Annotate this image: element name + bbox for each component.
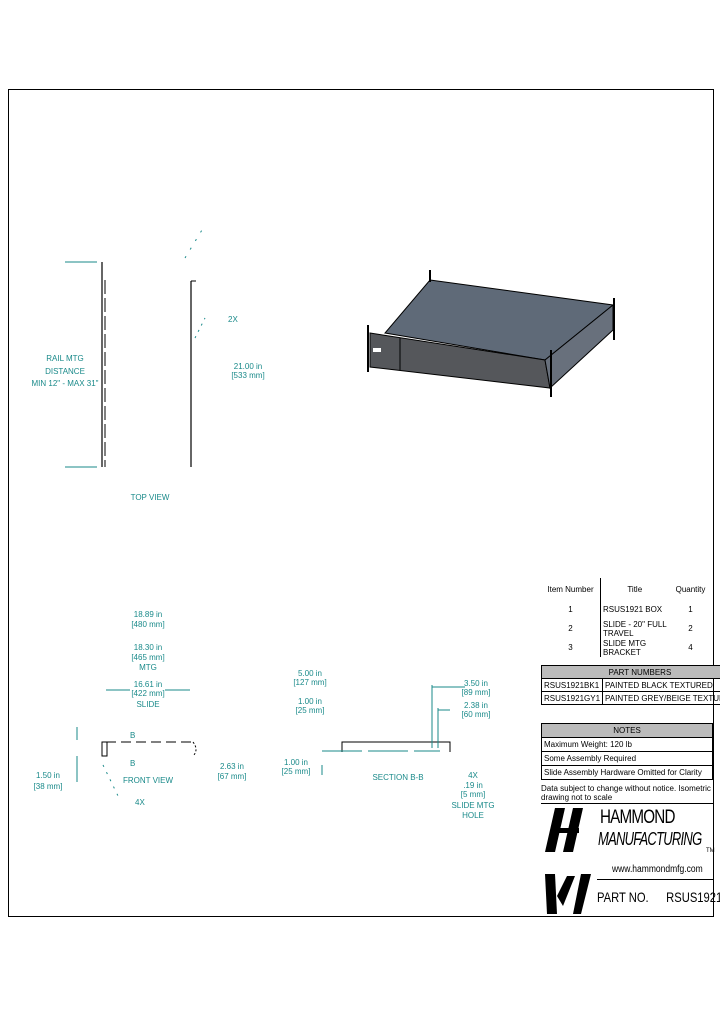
hole-dia-in: .19 in (463, 781, 483, 790)
bom-cell: 1 (541, 600, 601, 619)
note-item: Slide Assembly Hardware Omitted for Clar… (541, 765, 713, 780)
part-finish: PAINTED BLACK TEXTURED (602, 678, 720, 692)
mtg-width-label: MTG (139, 663, 157, 672)
height-dim-in: 1.50 in (36, 771, 60, 780)
section-dim-c-in: 3.50 in (464, 679, 488, 688)
section-dim-b-mm: [25 mm] (296, 706, 325, 715)
brand-name: HAMMOND (600, 807, 675, 828)
drawing-frame (8, 89, 714, 917)
part-number: RSUS1921GY1 (540, 691, 604, 705)
rail-label-1: RAIL MTG (46, 354, 83, 363)
section-marker-b-bottom: B (130, 759, 135, 768)
bom-header-title: Title (627, 584, 643, 594)
section-dim-b-in: 1.00 in (298, 697, 322, 706)
slide-width-label: SLIDE (136, 700, 159, 709)
section-dim-e-in: 1.00 in (284, 758, 308, 767)
depth-dim-mm: [533 mm] (231, 371, 264, 380)
bom-cell: 4 (688, 643, 693, 652)
bom-cell: RSUS1921 BOX (603, 605, 663, 614)
slide-width-mm: [422 mm] (131, 689, 164, 698)
top-view-caption: TOP VIEW (131, 493, 170, 502)
section-dim-a-in: 5.00 in (298, 669, 322, 678)
hole-label-1: SLIDE MTG (451, 801, 494, 810)
note-item: Maximum Weight: 120 lb (541, 737, 713, 752)
disclaimer: Data subject to change without notice. I… (541, 784, 711, 802)
hole-label-2: HOLE (462, 811, 484, 820)
bom-header: Item Number Title Quantity (541, 578, 713, 600)
top-hole-note: 2X (228, 315, 238, 324)
isometric-box (367, 270, 615, 397)
bom-header-qty: Quantity (675, 584, 706, 594)
website-link[interactable]: www.hammondmfg.com (612, 864, 703, 875)
section-dim-d-mm: [60 mm] (462, 710, 491, 719)
overall-width-mm: [480 mm] (131, 620, 164, 629)
hole-dia-mm: [5 mm] (461, 790, 485, 799)
mtg-width-mm: [465 mm] (131, 653, 164, 662)
bom-cell: 1 (688, 605, 693, 614)
bom-cell: 3 (541, 638, 601, 657)
section-marker-b-top: B (130, 731, 135, 740)
overall-width-in: 18.89 in (134, 610, 162, 619)
section-dim-e-mm: [25 mm] (282, 767, 311, 776)
section-dim-c-mm: [89 mm] (462, 688, 491, 697)
trademark: TM (706, 848, 715, 854)
front-hole-note: 4X (135, 798, 145, 807)
bom-cell: 2 (688, 624, 693, 633)
section-dim-d-in: 2.38 in (464, 701, 488, 710)
divider (541, 803, 714, 804)
section-view (321, 685, 465, 775)
mtg-width-in: 18.30 in (134, 643, 162, 652)
rail-label-3: MIN 12" - MAX 31" (31, 379, 98, 388)
bom-cell: 2 (541, 619, 601, 638)
bom-cell: SLIDE - 20" FULL TRAVEL (603, 619, 667, 638)
front-view (76, 689, 197, 801)
depth-dim-in: 21.00 in (234, 362, 262, 371)
part-number: RSUS1921BK1 (540, 678, 604, 692)
notes-table: NOTES Maximum Weight: 120 lb Some Assemb… (541, 723, 713, 780)
hole-count: 4X (468, 771, 478, 780)
side-dim-in: 2.63 in (220, 762, 244, 771)
section-dim-a-mm: [127 mm] (293, 678, 326, 687)
side-dim-mm: [67 mm] (218, 772, 247, 781)
slide-width-in: 16.61 in (134, 680, 162, 689)
note-item: Some Assembly Required (541, 751, 713, 766)
notes-title: NOTES (541, 723, 713, 738)
part-no-label: PART NO. (597, 889, 649, 905)
front-view-caption: FRONT VIEW (123, 776, 174, 785)
part-finish: PAINTED GREY/BEIGE TEXTURED (602, 691, 720, 705)
rail-label-2: DISTANCE (45, 367, 85, 376)
hammond-logo (545, 808, 591, 914)
brand-subtitle: MANUFACTURING (598, 829, 702, 849)
section-caption: SECTION B-B (372, 773, 423, 782)
top-view (65, 224, 206, 468)
part-no-value: RSUS1921 (666, 889, 720, 905)
height-dim-mm: [38 mm] (34, 782, 63, 791)
bom-header-item: Item Number (541, 578, 601, 600)
bom-cell: SLIDE MTG BRACKET (603, 638, 647, 657)
part-numbers-title: PART NUMBERS (541, 665, 720, 679)
part-number-block: PART NO. RSUS1921 (597, 890, 720, 905)
divider (597, 879, 714, 880)
